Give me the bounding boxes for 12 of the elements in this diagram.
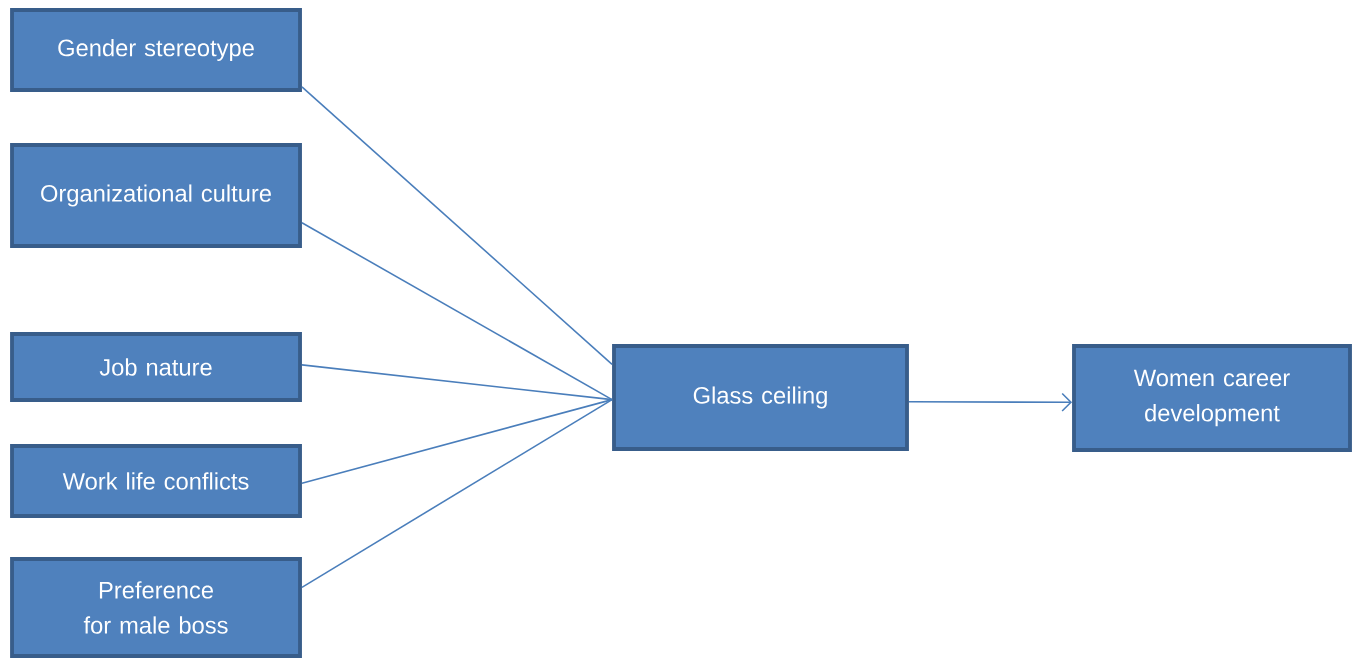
arrow <box>908 392 1073 412</box>
process-box: Work life conflicts <box>10 444 302 518</box>
process-box: Women career development <box>1072 344 1352 452</box>
process-box: Gender stereotype <box>10 8 302 92</box>
process-box: Job nature <box>10 332 302 402</box>
connector-line <box>301 398 613 484</box>
connector-line <box>301 221 613 401</box>
connector-line <box>301 86 613 366</box>
process-box: Preference for male boss <box>10 557 302 658</box>
process-box: Glass ceiling <box>612 344 909 451</box>
process-box: Organizational culture <box>10 143 302 248</box>
connector-line <box>301 398 613 589</box>
